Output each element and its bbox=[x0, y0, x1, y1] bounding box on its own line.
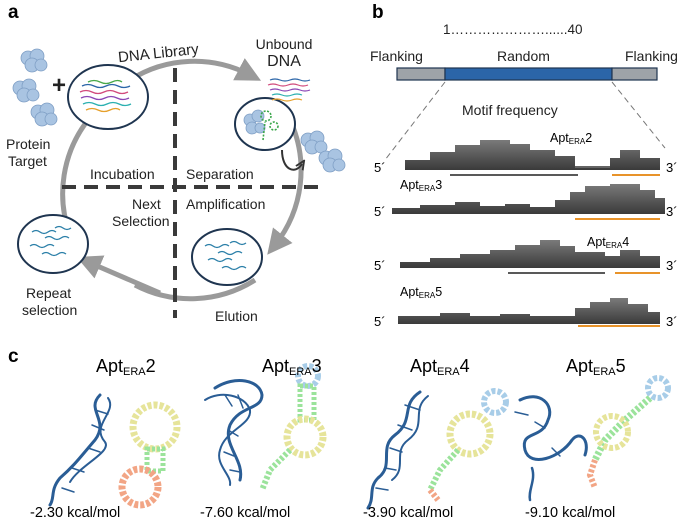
structure-title-apt5: AptERA5 bbox=[566, 356, 626, 378]
five-prime-track3: 5´ bbox=[374, 204, 386, 219]
elution-label: Elution bbox=[215, 308, 258, 324]
cycle-ring-bottom bbox=[133, 277, 257, 302]
zoom-guide-left bbox=[384, 81, 446, 161]
random-label: Random bbox=[497, 48, 550, 64]
panel-c-label: c bbox=[8, 346, 19, 367]
flank-left-segment bbox=[396, 67, 446, 81]
energy-apt3: -7.60 kcal/mol bbox=[200, 505, 291, 521]
structure-title-apt2: AptERA2 bbox=[96, 356, 156, 378]
flanking-left-label: Flanking bbox=[370, 48, 423, 64]
energy-apt2: -2.30 kcal/mol bbox=[30, 505, 121, 521]
plus-sign: + bbox=[52, 72, 67, 99]
dna-library-strands-icon bbox=[79, 79, 132, 113]
sequence-range-label: 1…………………......40 bbox=[443, 22, 583, 37]
selection-label: Selection bbox=[112, 213, 170, 229]
zoom-guide-right bbox=[611, 81, 666, 149]
structure-title-apt4: AptERA4 bbox=[410, 356, 470, 378]
five-prime-track4: 5´ bbox=[374, 258, 386, 273]
motif-track-2 bbox=[390, 140, 660, 176]
track-label-apt4: AptERA4 bbox=[587, 235, 630, 250]
track-label-apt3: AptERA3 bbox=[400, 178, 443, 193]
motif-track-5 bbox=[390, 298, 660, 327]
repeat-circle bbox=[17, 214, 89, 274]
protein-label: Protein bbox=[6, 136, 51, 152]
motif-track-4 bbox=[390, 240, 660, 274]
separation-out-arrow bbox=[281, 149, 302, 171]
released-protein-icon bbox=[300, 130, 346, 173]
random-segment bbox=[444, 67, 613, 81]
aptera3-2d-structure bbox=[259, 363, 327, 492]
three-prime-track3: 3´ bbox=[666, 204, 678, 219]
aptera2-3d-helix bbox=[48, 393, 112, 507]
separation-circle bbox=[234, 97, 296, 151]
aptera2-2d-structure bbox=[118, 401, 181, 509]
unbound-dna-strands-icon bbox=[267, 78, 311, 102]
flank-right-segment bbox=[611, 67, 658, 81]
five-prime-track2: 5´ bbox=[374, 160, 386, 175]
incubation-label: Incubation bbox=[90, 166, 155, 182]
three-prime-track2: 3´ bbox=[666, 160, 678, 175]
aptera3-3d-helix bbox=[204, 379, 264, 486]
aptera4-3d-helix bbox=[366, 390, 429, 510]
track-label-apt2: AptERA2 bbox=[550, 131, 593, 146]
bound-aptamer-icon bbox=[260, 110, 279, 141]
amplification-label: Amplification bbox=[186, 196, 266, 212]
motif-frequency-title: Motif frequency bbox=[462, 102, 558, 118]
flanking-right-label: Flanking bbox=[625, 48, 678, 64]
separation-label: Separation bbox=[186, 166, 254, 182]
aptera4-2d-structure bbox=[427, 388, 509, 502]
three-prime-track5: 3´ bbox=[666, 314, 678, 329]
cycle-ring-top bbox=[128, 58, 262, 83]
energy-apt5: -9.10 kcal/mol bbox=[525, 505, 616, 521]
unbound-dna-label: DNA bbox=[267, 53, 301, 70]
incubation-circle bbox=[67, 64, 149, 130]
three-prime-track4: 3´ bbox=[666, 258, 678, 273]
aptera5-2d-structure bbox=[586, 375, 671, 490]
energy-apt4: -3.90 kcal/mol bbox=[363, 505, 454, 521]
aptera5-3d-helix bbox=[514, 395, 588, 502]
elution-circle bbox=[191, 228, 263, 286]
cycle-ring-bottom-arrow bbox=[76, 255, 161, 296]
repeat-label: Repeat bbox=[26, 285, 72, 301]
target-label: Target bbox=[8, 153, 47, 169]
structure-title-apt3: AptERA3 bbox=[262, 356, 322, 378]
next-label: Next bbox=[132, 196, 161, 212]
cycle-ring-right bbox=[267, 118, 304, 255]
protein-target-icon bbox=[12, 48, 58, 127]
sequence-bar bbox=[396, 67, 658, 81]
five-prime-track5: 5´ bbox=[374, 314, 386, 329]
repeat-selection-label: selection bbox=[22, 302, 78, 318]
panel-b-label: b bbox=[372, 2, 384, 23]
motif-track-3 bbox=[392, 184, 665, 220]
track-label-apt5: AptERA5 bbox=[400, 285, 443, 300]
panel-a-label: a bbox=[8, 2, 19, 23]
unbound-label: Unbound bbox=[255, 36, 313, 52]
